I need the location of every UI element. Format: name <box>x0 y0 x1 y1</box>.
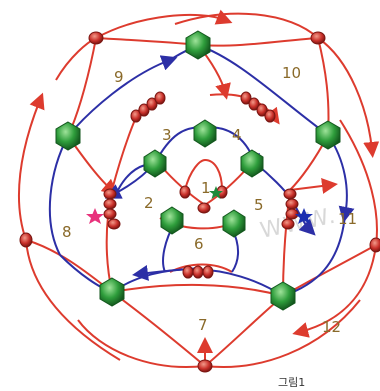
green-bead-group <box>55 30 341 311</box>
region-label-12: 12 <box>322 318 341 336</box>
region-label-5: 5 <box>254 196 264 214</box>
red-bead <box>202 265 214 279</box>
red-thread-paths <box>18 9 380 368</box>
green-bead <box>222 209 246 238</box>
red-bead <box>19 232 33 248</box>
pink-star-marker <box>86 208 104 224</box>
region-label-2: 2 <box>144 194 154 212</box>
green-bead <box>160 206 184 235</box>
green-bead <box>240 149 264 178</box>
green-bead <box>185 30 211 60</box>
red-bead <box>285 198 299 210</box>
red-bead <box>130 109 142 123</box>
green-bead <box>315 120 341 150</box>
green-star-marker <box>209 186 223 199</box>
red-bead <box>310 31 326 45</box>
green-bead <box>143 149 167 178</box>
red-bead <box>179 185 191 199</box>
red-bead <box>248 97 260 111</box>
region-label-10: 10 <box>282 64 301 82</box>
red-bead <box>154 91 166 105</box>
red-bead <box>103 198 117 210</box>
green-bead <box>270 281 296 311</box>
region-label-3: 3 <box>162 126 172 144</box>
figure-caption: 그림1 <box>278 376 305 389</box>
red-bead-clusters <box>19 31 380 373</box>
red-bead <box>264 109 276 123</box>
red-bead <box>138 103 150 117</box>
region-label-4: 4 <box>232 126 242 144</box>
region-label-6: 6 <box>194 235 204 253</box>
red-bead <box>197 359 213 373</box>
red-bead <box>107 218 121 230</box>
region-label-11: 11 <box>338 210 357 228</box>
green-bead <box>55 121 81 151</box>
red-bead <box>146 97 158 111</box>
navy-star-marker <box>295 208 313 224</box>
region-label-9: 9 <box>114 68 124 86</box>
green-bead <box>99 277 125 307</box>
red-bead <box>256 103 268 117</box>
red-bead <box>283 188 297 200</box>
red-bead <box>182 265 194 279</box>
region-label-7: 7 <box>198 316 208 334</box>
red-bead <box>240 91 252 105</box>
red-bead <box>192 265 204 279</box>
region-label-8: 8 <box>62 223 72 241</box>
red-bead <box>197 202 211 214</box>
green-bead <box>193 119 217 148</box>
red-bead <box>281 218 295 230</box>
region-labels: 1 2 3 4 5 6 7 8 9 10 11 12 <box>62 64 357 336</box>
red-bead <box>369 237 380 253</box>
red-bead <box>88 31 104 45</box>
region-label-1: 1 <box>201 179 211 197</box>
red-bead <box>103 188 117 200</box>
red-bead <box>103 208 117 220</box>
